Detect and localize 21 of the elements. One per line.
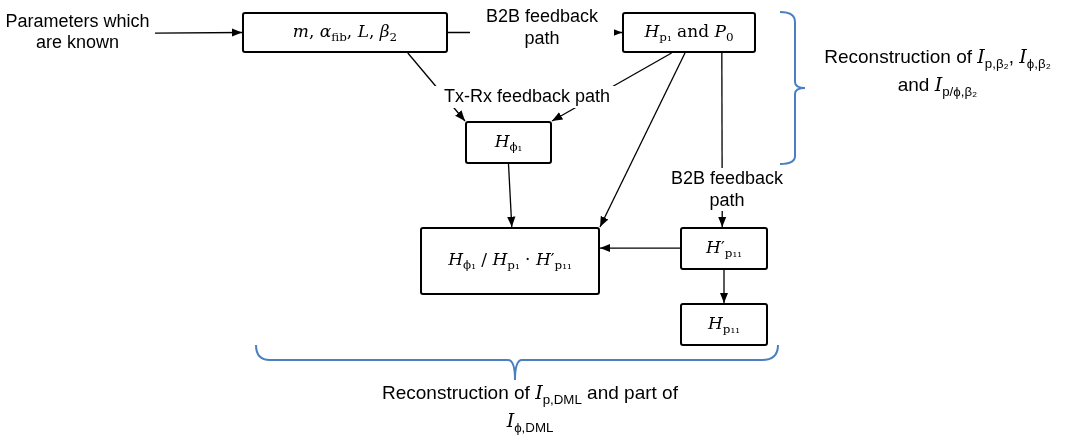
arrow — [599, 52, 686, 228]
formula: m, α$_{fib}$, L, β$_{2}$ — [292, 20, 398, 45]
arrow — [719, 269, 729, 304]
note-text: Reconstruction of I$_{p,β₂}$, I$_{ϕ,β₂}$ and I$_{p/ϕ,β₂}$ — [823, 44, 1052, 101]
process-box — [242, 12, 448, 53]
process-box — [680, 227, 768, 270]
process-box — [680, 303, 768, 346]
arrow — [507, 163, 516, 228]
note-text: Reconstruction of I$_{p,DML}$ and part of I$_{ϕ,DML}$ — [381, 380, 679, 437]
input-text: Parameters which are known — [0, 6, 155, 58]
formula: H$_{ϕ₁}$ / H$_{p₁}$ · H′$_{p₁₁}$ — [448, 249, 572, 273]
edge-label: B2B feedback path — [470, 6, 614, 50]
formula: H′$_{p₁₁}$ — [706, 236, 742, 261]
formula: H$_{p₁}$ and P$_{0}$ — [644, 20, 734, 45]
process-box — [420, 227, 600, 295]
process-box — [622, 12, 756, 53]
arrow — [154, 28, 243, 37]
arrow — [599, 243, 681, 253]
formula: H$_{ϕ₁}$ — [494, 130, 523, 155]
process-box — [465, 121, 552, 164]
formula: H$_{p₁₁}$ — [708, 312, 740, 337]
